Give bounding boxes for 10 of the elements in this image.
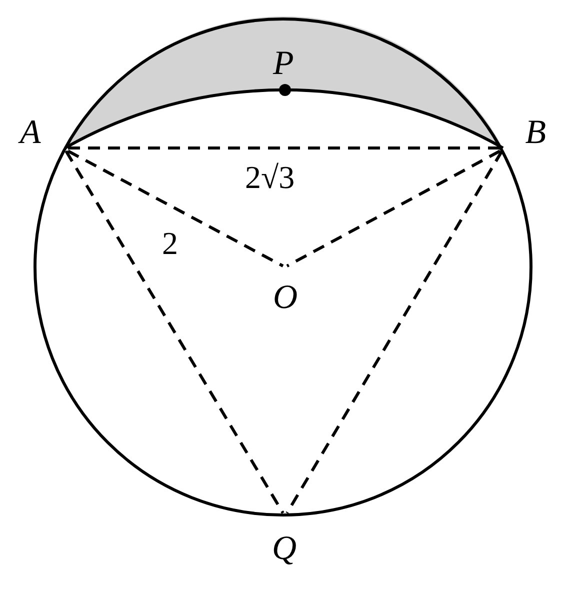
point-label: P bbox=[273, 46, 294, 82]
dashed-line bbox=[286, 150, 504, 514]
dashed-line bbox=[286, 150, 501, 268]
point-label: Q bbox=[272, 531, 297, 567]
dashed-line bbox=[64, 150, 284, 514]
point-label: B bbox=[525, 115, 546, 151]
dashed-line bbox=[67, 150, 284, 268]
point-label: A bbox=[20, 115, 41, 151]
dashed-line bbox=[68, 146, 500, 150]
point-label: O bbox=[273, 280, 298, 316]
